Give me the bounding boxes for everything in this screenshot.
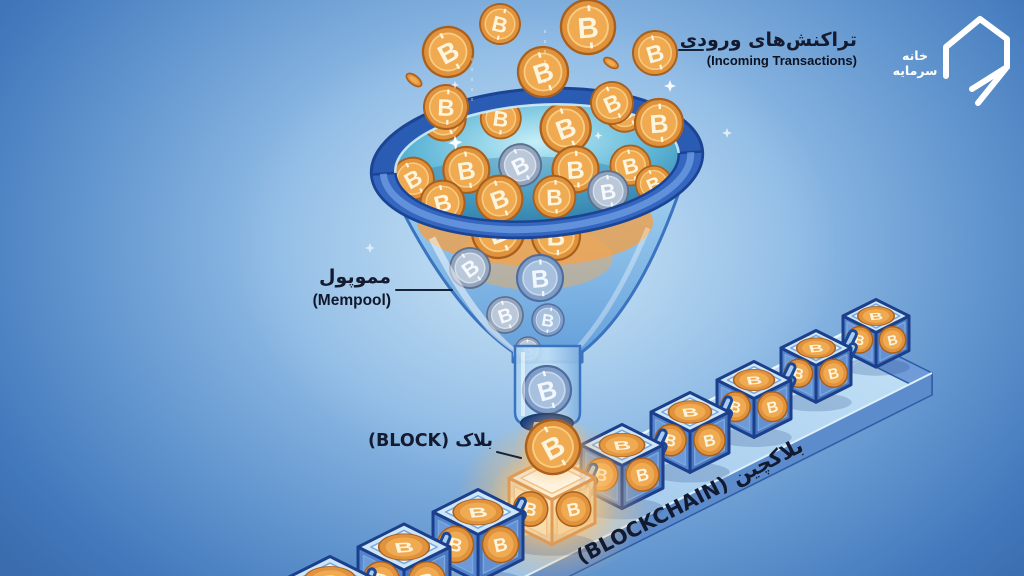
logo-line2: سرمایه xyxy=(892,63,938,78)
svg-text:B: B xyxy=(530,265,550,293)
label-incoming-en: (Incoming Transactions) xyxy=(706,53,857,68)
bitcoin-coin: B xyxy=(693,423,726,457)
sparkle-icon xyxy=(722,128,732,138)
svg-text:B: B xyxy=(702,431,718,451)
bitcoin-coin: B xyxy=(442,145,491,194)
falling-coin: B xyxy=(421,25,475,79)
svg-text:B: B xyxy=(495,304,515,329)
logo-line1: خانه xyxy=(902,48,928,63)
block-cube: BBB xyxy=(287,555,373,576)
svg-text:B: B xyxy=(868,311,885,323)
falling-coin: B xyxy=(632,30,678,76)
svg-text:B: B xyxy=(599,178,618,205)
svg-text:B: B xyxy=(566,157,586,185)
svg-text:B: B xyxy=(546,184,563,211)
logo-text: خانه سرمایه xyxy=(886,48,944,78)
svg-text:B: B xyxy=(437,95,455,123)
label-block: بلاک (BLOCK) xyxy=(367,431,493,451)
svg-text:B: B xyxy=(643,39,667,70)
svg-text:B: B xyxy=(649,110,670,139)
bitcoin-coin: B xyxy=(818,358,849,389)
svg-text:B: B xyxy=(492,534,510,558)
bitcoin-coin: B xyxy=(475,174,524,223)
bitcoin-coin: B xyxy=(449,247,491,289)
bitcoin-coin: B xyxy=(555,491,592,528)
falling-coin: B xyxy=(479,3,521,45)
label-incoming-fa: تراکنش‌های ورودی xyxy=(679,29,857,51)
svg-text:B: B xyxy=(576,12,599,45)
bitcoin-coin: B xyxy=(539,101,592,155)
label-mempool-fa: مموپول xyxy=(319,266,391,288)
bitcoin-coin: B xyxy=(587,170,630,213)
bitcoin-coin: B xyxy=(521,364,573,416)
svg-text:B: B xyxy=(765,398,780,417)
svg-text:B: B xyxy=(393,539,416,556)
svg-text:B: B xyxy=(540,309,556,331)
svg-text:B: B xyxy=(318,572,342,576)
bitcoin-coin: B xyxy=(486,296,524,334)
svg-text:B: B xyxy=(418,570,436,576)
bitcoin-coin: B xyxy=(407,561,447,576)
sparkle-icon xyxy=(448,135,463,150)
bitcoin-coin: B xyxy=(531,303,565,337)
svg-text:B: B xyxy=(745,373,764,387)
coin-edge-on xyxy=(603,56,619,70)
svg-text:B: B xyxy=(807,342,825,355)
falling-coin: B xyxy=(559,0,617,56)
label-incoming-transactions: تراکنش‌های ورودی (Incoming Transactions) xyxy=(680,27,857,69)
sparkle-icon xyxy=(594,131,603,140)
coin-edge-on xyxy=(405,72,423,88)
block-pointer-line xyxy=(496,451,522,459)
sparkle-icon xyxy=(451,81,459,89)
svg-text:B: B xyxy=(680,406,700,420)
bitcoin-coin: B xyxy=(481,525,520,564)
khane-sarmaye-logo: خانه سرمایه xyxy=(884,4,1020,108)
svg-text:B: B xyxy=(827,366,841,384)
bitcoin-coin: B xyxy=(878,325,907,354)
dropping-coin: B xyxy=(524,418,582,476)
svg-text:B: B xyxy=(456,157,478,186)
house-logo-icon xyxy=(943,16,1010,106)
label-mempool: مموپول (Mempool) xyxy=(313,264,391,311)
falling-coin: B xyxy=(590,81,634,125)
label-mempool-en: (Mempool) xyxy=(312,292,391,309)
svg-text:B: B xyxy=(489,10,510,38)
svg-text:B: B xyxy=(620,152,641,180)
svg-text:B: B xyxy=(886,331,899,349)
falling-coin: B xyxy=(516,45,570,99)
svg-text:B: B xyxy=(372,570,390,576)
svg-text:B: B xyxy=(491,105,510,132)
falling-coin: B xyxy=(633,97,685,149)
sparkle-icon xyxy=(664,80,676,92)
falling-coin: B xyxy=(423,84,469,130)
bitcoin-coin: B xyxy=(515,253,565,303)
sparkle-icon xyxy=(365,243,375,253)
bitcoin-coin: B xyxy=(498,143,543,188)
bitcoin-coin: B xyxy=(756,391,789,423)
svg-text:B: B xyxy=(565,498,582,520)
svg-text:B: B xyxy=(467,505,490,521)
bitcoin-coin: B xyxy=(532,174,577,219)
